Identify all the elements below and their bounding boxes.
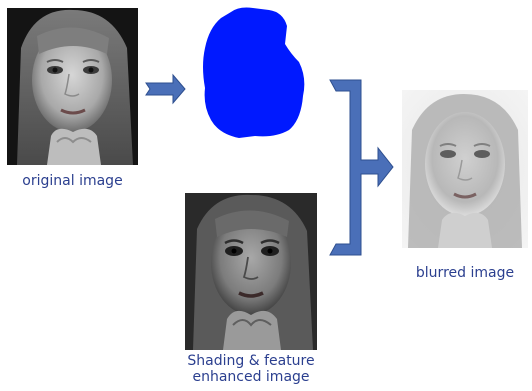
arrow-original-to-mask bbox=[146, 75, 185, 103]
bracket-merge-arrow bbox=[330, 80, 393, 255]
